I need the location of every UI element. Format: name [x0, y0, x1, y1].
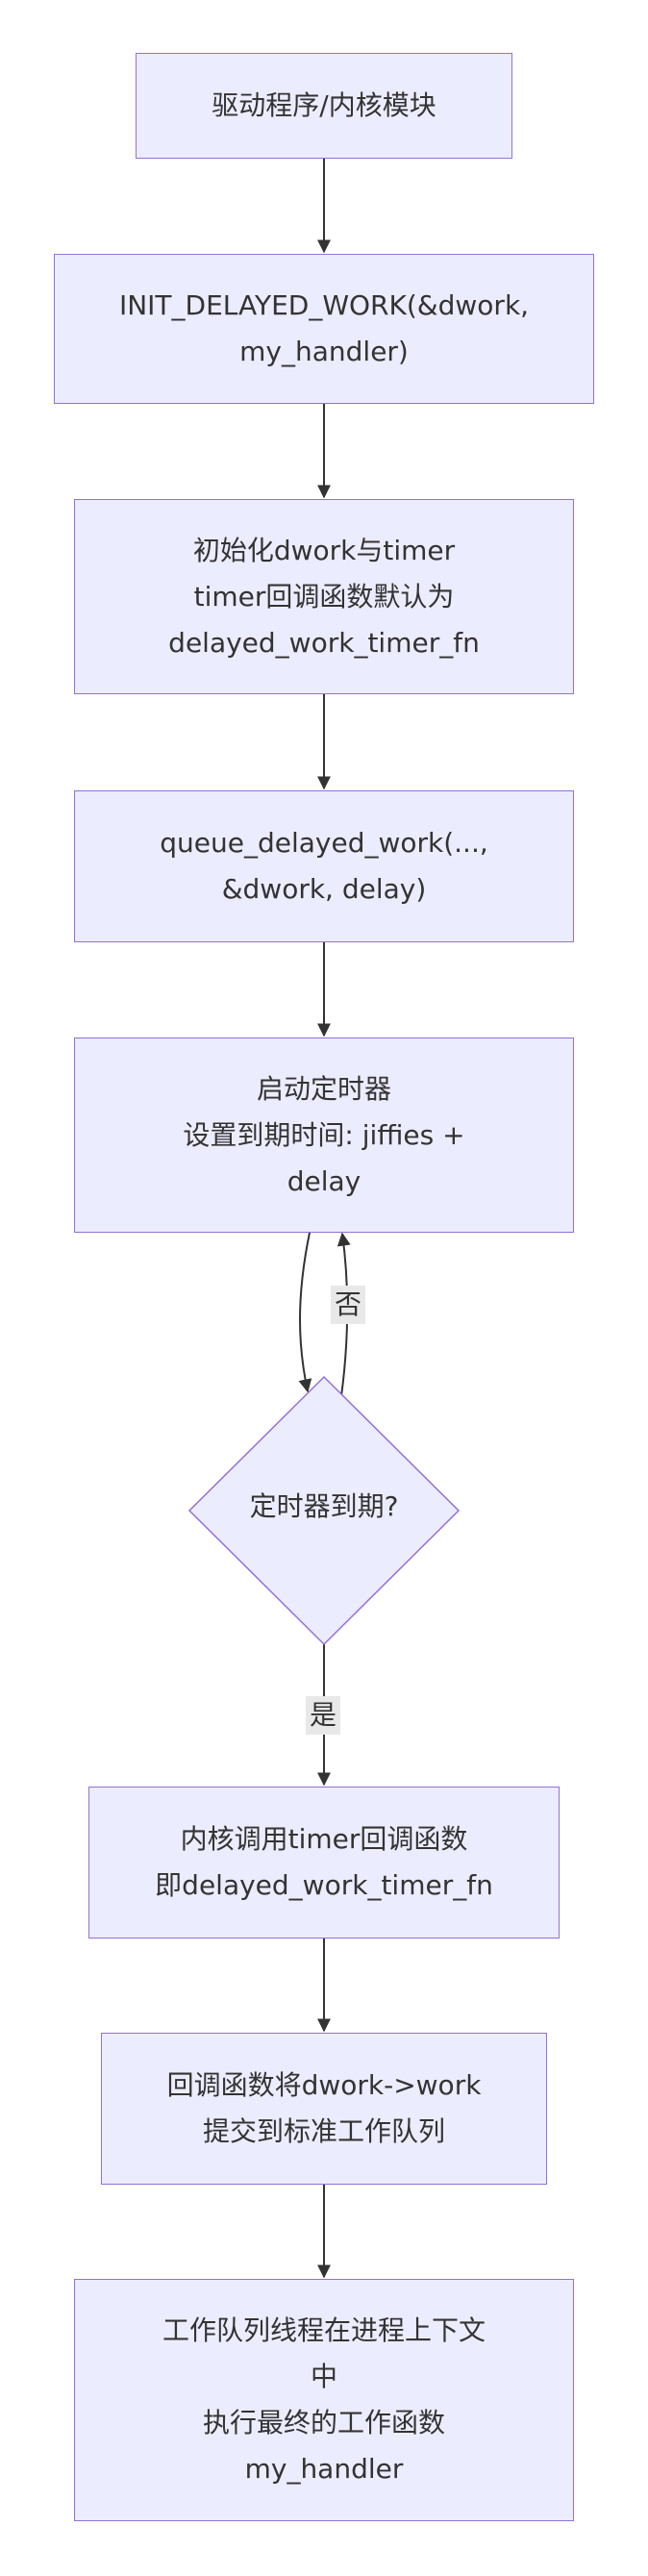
node-init-timer-label: 初始化dwork与timer timer回调函数默认为 delayed_work…	[168, 534, 480, 659]
edge-label-no: 否	[331, 1286, 366, 1324]
node-queue-delayed-work-label: queue_delayed_work(..., &dwork, delay)	[160, 827, 488, 905]
node-kernel-call: 内核调用timer回调函数 即delayed_work_timer_fn	[88, 1787, 560, 1938]
node-queue-delayed-work: queue_delayed_work(..., &dwork, delay)	[74, 790, 574, 942]
node-execute-handler-label: 工作队列线程在进程上下文 中 执行最终的工作函数 my_handler	[162, 2314, 486, 2485]
node-kernel-call-label: 内核调用timer回调函数 即delayed_work_timer_fn	[155, 1823, 493, 1901]
node-submit-work-label: 回调函数将dwork->work 提交到标准工作队列	[166, 2069, 482, 2147]
edge-starttimer-to-decision	[298, 1232, 312, 1393]
node-start-timer: 启动定时器 设置到期时间: jiffies + delay	[74, 1038, 574, 1233]
node-start-label: 驱动程序/内核模块	[212, 89, 436, 121]
node-init-delayed-work: INIT_DELAYED_WORK(&dwork, my_handler)	[54, 254, 594, 404]
node-execute-handler: 工作队列线程在进程上下文 中 执行最终的工作函数 my_handler	[74, 2279, 574, 2521]
node-start: 驱动程序/内核模块	[136, 53, 512, 159]
decision-label: 定时器到期?	[249, 1490, 399, 1522]
node-init-timer: 初始化dwork与timer timer回调函数默认为 delayed_work…	[74, 499, 574, 694]
edge-label-yes: 是	[306, 1696, 341, 1735]
node-init-delayed-work-label: INIT_DELAYED_WORK(&dwork, my_handler)	[118, 289, 530, 367]
node-start-timer-label: 启动定时器 设置到期时间: jiffies + delay	[183, 1072, 465, 1197]
node-submit-work: 回调函数将dwork->work 提交到标准工作队列	[101, 2033, 547, 2185]
decision-diamond	[187, 1375, 461, 1646]
